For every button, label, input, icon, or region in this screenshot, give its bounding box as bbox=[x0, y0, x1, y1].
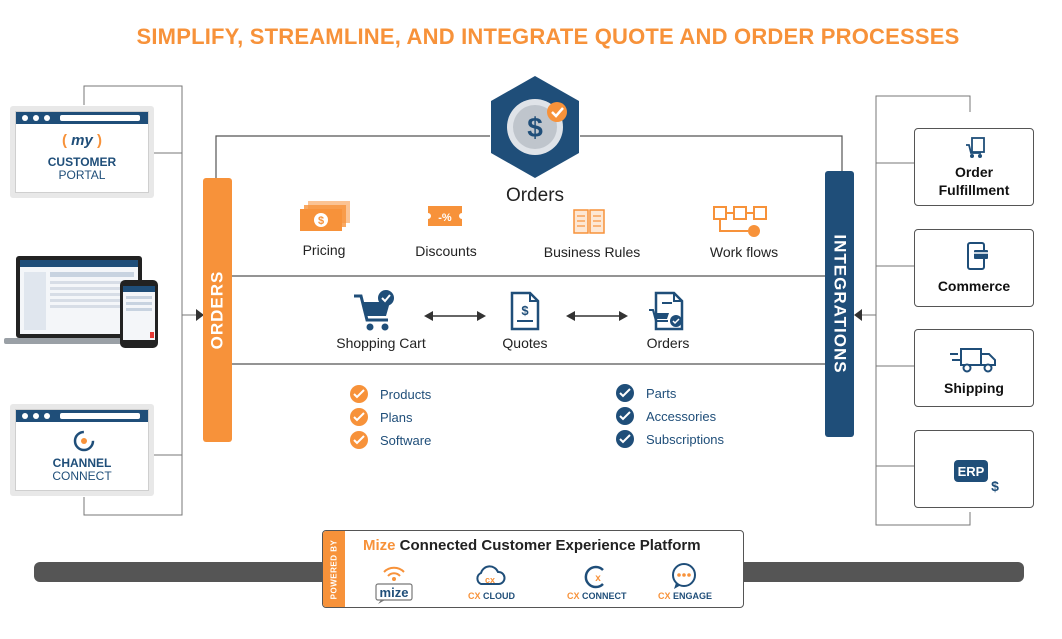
commerce-icon bbox=[965, 242, 989, 275]
svg-text:$: $ bbox=[521, 303, 529, 318]
my-badge-icon: ( my ) bbox=[61, 132, 103, 149]
cx-connect-icon: x bbox=[583, 564, 609, 595]
fulfillment-icon bbox=[965, 137, 987, 164]
svg-text:-%: -% bbox=[438, 212, 452, 224]
money-icon: $ bbox=[300, 199, 352, 238]
quote-document-icon: $ bbox=[509, 291, 541, 336]
erp-icon: ERP $ bbox=[953, 459, 1001, 498]
navy-check-icon bbox=[616, 430, 634, 448]
customer-portal-panel: ( my ) CUSTOMER PORTAL bbox=[10, 106, 154, 198]
double-arrow-icon bbox=[424, 311, 486, 321]
checklist-item: Software bbox=[350, 430, 431, 450]
hub-label: Orders bbox=[505, 185, 565, 206]
orders-bar: ORDERS bbox=[203, 178, 232, 442]
svg-text:$: $ bbox=[527, 112, 543, 143]
devices-illustration bbox=[4, 254, 158, 350]
discount-tag-icon: -% bbox=[424, 203, 466, 234]
svg-text:$: $ bbox=[991, 478, 999, 493]
shipping-truck-icon bbox=[949, 346, 997, 379]
flow-label-shopping-cart: Shopping Cart bbox=[336, 335, 426, 351]
mize-logo-icon: mize bbox=[375, 564, 413, 607]
left-bracket bbox=[83, 85, 183, 516]
cx-engage-icon bbox=[670, 562, 698, 595]
checklist-item: Plans bbox=[350, 407, 413, 427]
arrow-into-integrations-icon bbox=[854, 309, 862, 321]
integration-label-line1: Order bbox=[954, 164, 994, 180]
orange-check-icon bbox=[350, 408, 368, 426]
orders-hub-icon: $ bbox=[487, 74, 583, 180]
channel-connect-logo-icon bbox=[73, 430, 95, 457]
customer-portal-line2: PORTAL bbox=[58, 168, 106, 182]
platform-title: Mize Connected Customer Experience Platf… bbox=[363, 537, 701, 554]
integration-order-fulfillment: Order Fulfillment bbox=[914, 128, 1034, 206]
shopping-cart-icon bbox=[352, 290, 396, 337]
channel-connect-panel: CHANNEL CONNECT bbox=[10, 404, 154, 496]
feature-label-workflows: Work flows bbox=[709, 244, 779, 260]
double-arrow-icon bbox=[566, 311, 628, 321]
feature-label-business-rules: Business Rules bbox=[543, 244, 641, 260]
cx-cloud-icon: cx bbox=[473, 564, 507, 595]
orange-check-icon bbox=[350, 431, 368, 449]
integration-shipping: Shipping bbox=[914, 329, 1034, 407]
customer-portal-line1: CUSTOMER bbox=[47, 155, 117, 169]
checklist-item: Products bbox=[350, 384, 431, 404]
integration-label-line1: Commerce bbox=[937, 278, 1011, 294]
navy-check-icon bbox=[616, 384, 634, 402]
cx-connect-label: CX CONNECT bbox=[567, 591, 627, 601]
svg-text:ERP: ERP bbox=[958, 464, 985, 479]
orange-check-icon bbox=[350, 385, 368, 403]
svg-text:mize: mize bbox=[380, 585, 409, 600]
checklist-item: Parts bbox=[616, 383, 676, 403]
integration-label-line1: Shipping bbox=[944, 380, 1004, 396]
integration-erp: ERP $ bbox=[914, 430, 1034, 508]
page-title: SIMPLIFY, STREAMLINE, AND INTEGRATE QUOT… bbox=[136, 24, 960, 49]
svg-text:cx: cx bbox=[485, 575, 495, 585]
svg-text:$: $ bbox=[318, 215, 324, 227]
integration-label-line2: Fulfillment bbox=[938, 182, 1010, 198]
navy-check-icon bbox=[616, 407, 634, 425]
platform-card: POWERED BY Mize Connected Customer Exper… bbox=[322, 530, 744, 608]
flow-label-orders: Orders bbox=[646, 335, 690, 351]
feature-label-pricing: Pricing bbox=[302, 242, 346, 258]
checklist-item: Accessories bbox=[616, 406, 716, 426]
checklist-item: Subscriptions bbox=[616, 429, 724, 449]
powered-by-strip: POWERED BY bbox=[323, 531, 345, 607]
order-document-icon bbox=[648, 291, 684, 336]
right-bracket bbox=[875, 95, 971, 526]
arrow-into-orders-icon bbox=[196, 309, 204, 321]
integrations-bar: INTEGRATIONS bbox=[825, 171, 854, 437]
cx-cloud-label: CX CLOUD bbox=[468, 591, 516, 601]
integrations-bar-label: INTEGRATIONS bbox=[830, 234, 850, 374]
channel-connect-line2: CONNECT bbox=[52, 469, 112, 483]
rules-book-icon bbox=[572, 207, 606, 240]
feature-label-discounts: Discounts bbox=[415, 243, 477, 259]
svg-text:x: x bbox=[595, 573, 601, 584]
flow-label-quotes: Quotes bbox=[502, 335, 548, 351]
cx-engage-label: CX ENGAGE bbox=[658, 591, 713, 601]
channel-connect-line1: CHANNEL bbox=[52, 456, 112, 470]
orders-bar-label: ORDERS bbox=[207, 270, 227, 350]
integration-commerce: Commerce bbox=[914, 229, 1034, 307]
workflow-icon bbox=[712, 205, 770, 244]
